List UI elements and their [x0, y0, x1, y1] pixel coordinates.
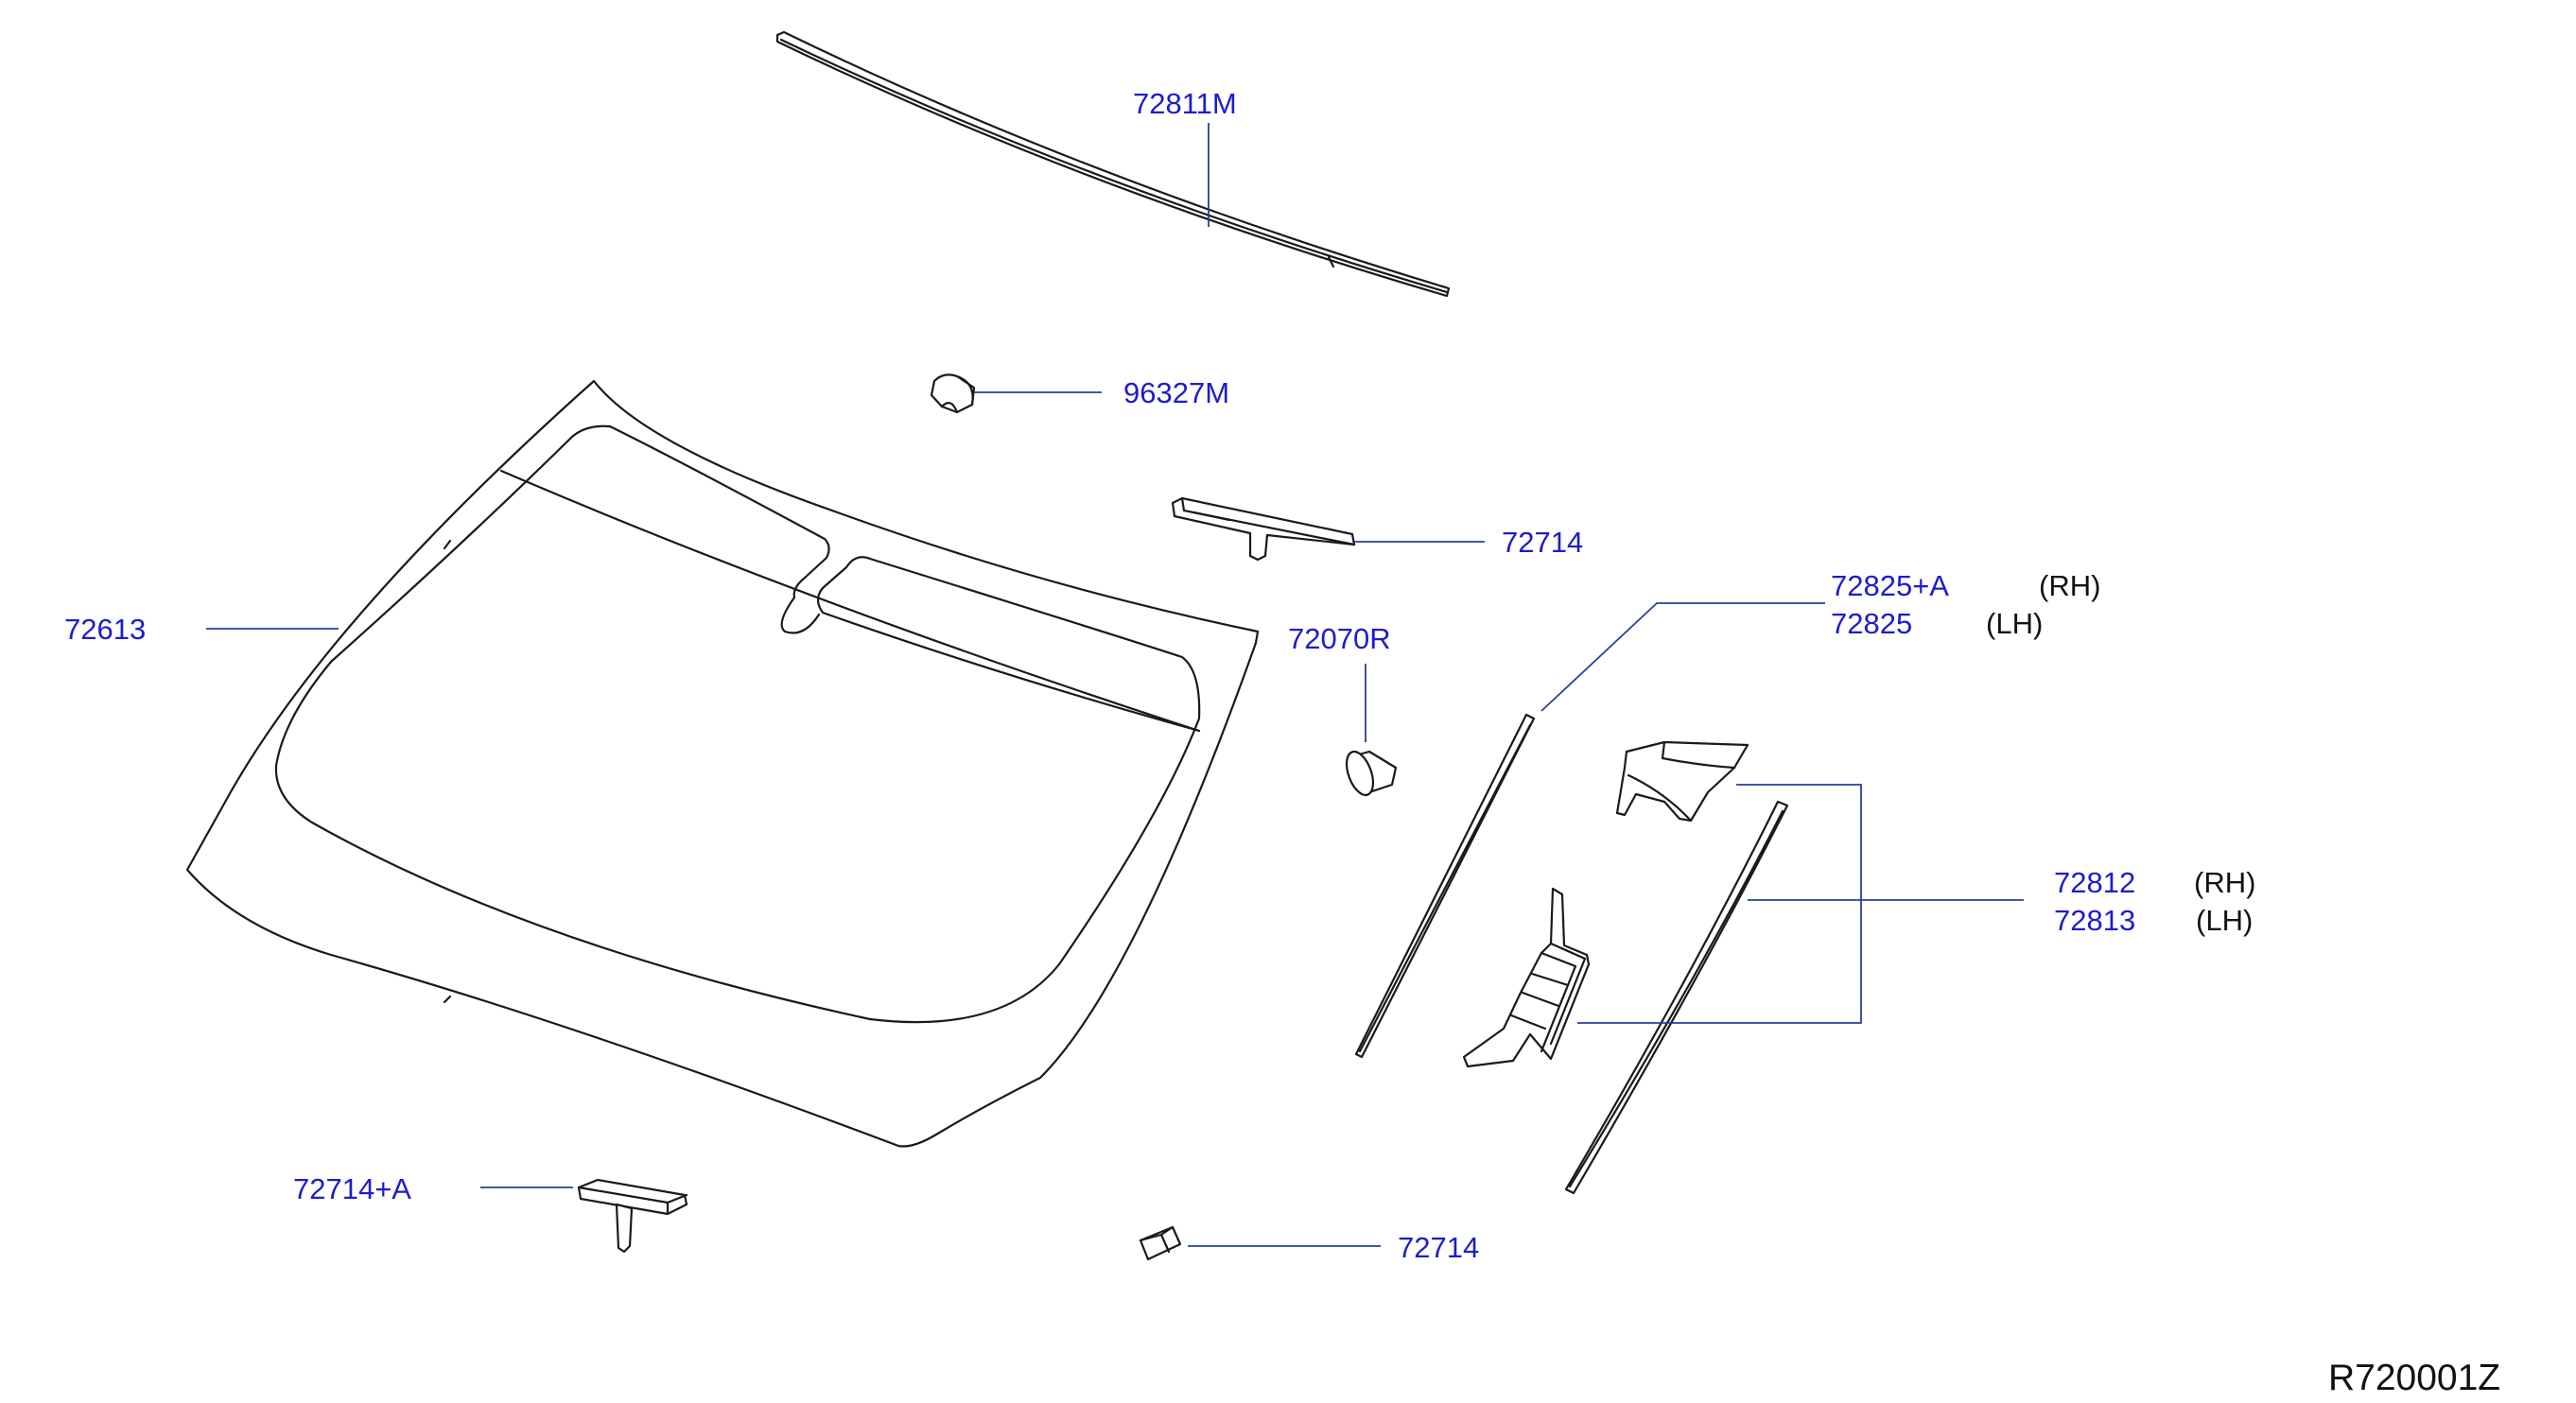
- side-lh-label: (LH): [1986, 607, 2043, 640]
- stopper-clip-part[interactable]: [930, 373, 976, 414]
- windshield-glass-part[interactable]: [185, 379, 1260, 1148]
- callout-lower-spacer-a[interactable]: 72714+A: [293, 1172, 411, 1205]
- roof-molding-part[interactable]: [775, 30, 1451, 298]
- side-molding-part[interactable]: [1354, 713, 1536, 1059]
- lower-spacer-a-part[interactable]: [577, 1178, 688, 1254]
- callout-side-molding-rh[interactable]: 72825+A: [1831, 569, 1949, 602]
- upper-spacer-part[interactable]: [1171, 496, 1356, 562]
- callout-roof-molding[interactable]: 72811M: [1133, 87, 1237, 120]
- callout-pillar-molding-lh[interactable]: 72813: [2054, 904, 2135, 937]
- diagram-code: R720001Z: [2328, 1358, 2500, 1398]
- callout-side-molding-lh[interactable]: 72825: [1831, 607, 1912, 640]
- pillar-cap-part[interactable]: [1615, 740, 1749, 823]
- pillar-lh-label: (LH): [2196, 904, 2253, 937]
- fastener-part[interactable]: [1342, 748, 1398, 798]
- side-molding-leader: [1540, 602, 1825, 712]
- pillar-strip-part[interactable]: [1564, 800, 1789, 1195]
- lower-spacer-part[interactable]: [1139, 1225, 1182, 1261]
- callout-pillar-molding-rh[interactable]: 72812: [2054, 866, 2135, 899]
- callout-upper-spacer[interactable]: 72714: [1502, 526, 1583, 559]
- callout-windshield-glass[interactable]: 72613: [64, 613, 146, 646]
- side-rh-label: (RH): [2039, 569, 2100, 602]
- callout-stopper-clip[interactable]: 96327M: [1123, 376, 1229, 409]
- pillar-molding-leader: [1577, 784, 2024, 1024]
- callout-fastener[interactable]: 72070R: [1288, 622, 1391, 655]
- pillar-rh-label: (RH): [2194, 866, 2255, 899]
- callout-lower-spacer[interactable]: 72714: [1398, 1231, 1479, 1264]
- pillar-bracket-part[interactable]: [1462, 887, 1591, 1068]
